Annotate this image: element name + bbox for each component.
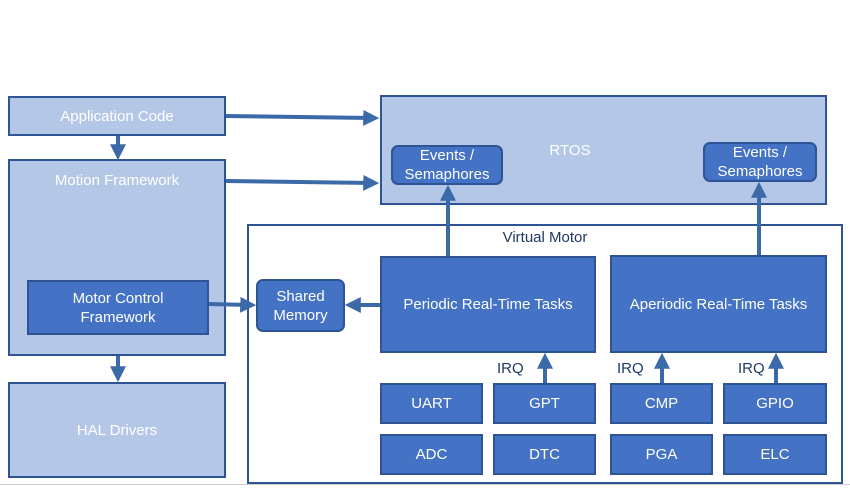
application-code-label: Application Code xyxy=(60,107,174,125)
hal-drivers-label: HAL Drivers xyxy=(76,421,158,439)
motor-control-framework-label: Motor Control Framework xyxy=(72,289,164,326)
virtual-motor-label: Virtual Motor xyxy=(502,229,588,246)
aperiodic-tasks-label: Aperiodic Real-Time Tasks xyxy=(629,295,808,313)
application-code-block: Application Code xyxy=(8,96,226,136)
dtc-block: DTC xyxy=(493,434,596,475)
shared-memory-label: Shared Memory xyxy=(273,287,328,324)
arrow-app-to-rtos xyxy=(225,109,380,126)
motion-framework-label: Motion Framework xyxy=(54,172,180,189)
irq-label-gpt: IRQ xyxy=(497,360,524,377)
gpt-label: GPT xyxy=(529,395,560,412)
shared-memory-block: Shared Memory xyxy=(256,279,345,332)
dtc-label: DTC xyxy=(529,446,560,463)
events-right-label: Events / Semaphores xyxy=(717,144,803,180)
irq-label-cmp: IRQ xyxy=(617,360,644,377)
adc-label: ADC xyxy=(415,446,448,463)
elc-label: ELC xyxy=(760,446,790,463)
events-left-label: Events / Semaphores xyxy=(404,147,490,183)
arrow-motion-to-rtos xyxy=(225,174,380,191)
hal-drivers-block: HAL Drivers xyxy=(8,382,226,478)
adc-block: ADC xyxy=(380,434,483,475)
rtos-label: RTOS xyxy=(549,142,591,159)
gpio-block: GPIO xyxy=(723,383,827,424)
events-semaphores-right: Events / Semaphores xyxy=(703,142,817,182)
uart-block: UART xyxy=(380,383,483,424)
periodic-tasks-block: Periodic Real-Time Tasks xyxy=(380,256,596,353)
pga-label: PGA xyxy=(645,446,678,463)
motor-control-framework-block: Motor Control Framework xyxy=(27,280,209,335)
gpt-block: GPT xyxy=(493,383,596,424)
arrow-mcf-to-shared xyxy=(208,296,257,313)
uart-label: UART xyxy=(411,395,452,412)
irq-label-gpio: IRQ xyxy=(738,360,765,377)
cmp-block: CMP xyxy=(610,383,713,424)
pga-block: PGA xyxy=(610,434,713,475)
cmp-label: CMP xyxy=(644,395,679,412)
aperiodic-tasks-block: Aperiodic Real-Time Tasks xyxy=(610,255,827,353)
page-bottom-divider xyxy=(0,484,850,485)
gpio-label: GPIO xyxy=(756,395,794,412)
events-semaphores-left: Events / Semaphores xyxy=(391,145,503,185)
periodic-tasks-label: Periodic Real-Time Tasks xyxy=(403,296,573,313)
elc-block: ELC xyxy=(723,434,827,475)
